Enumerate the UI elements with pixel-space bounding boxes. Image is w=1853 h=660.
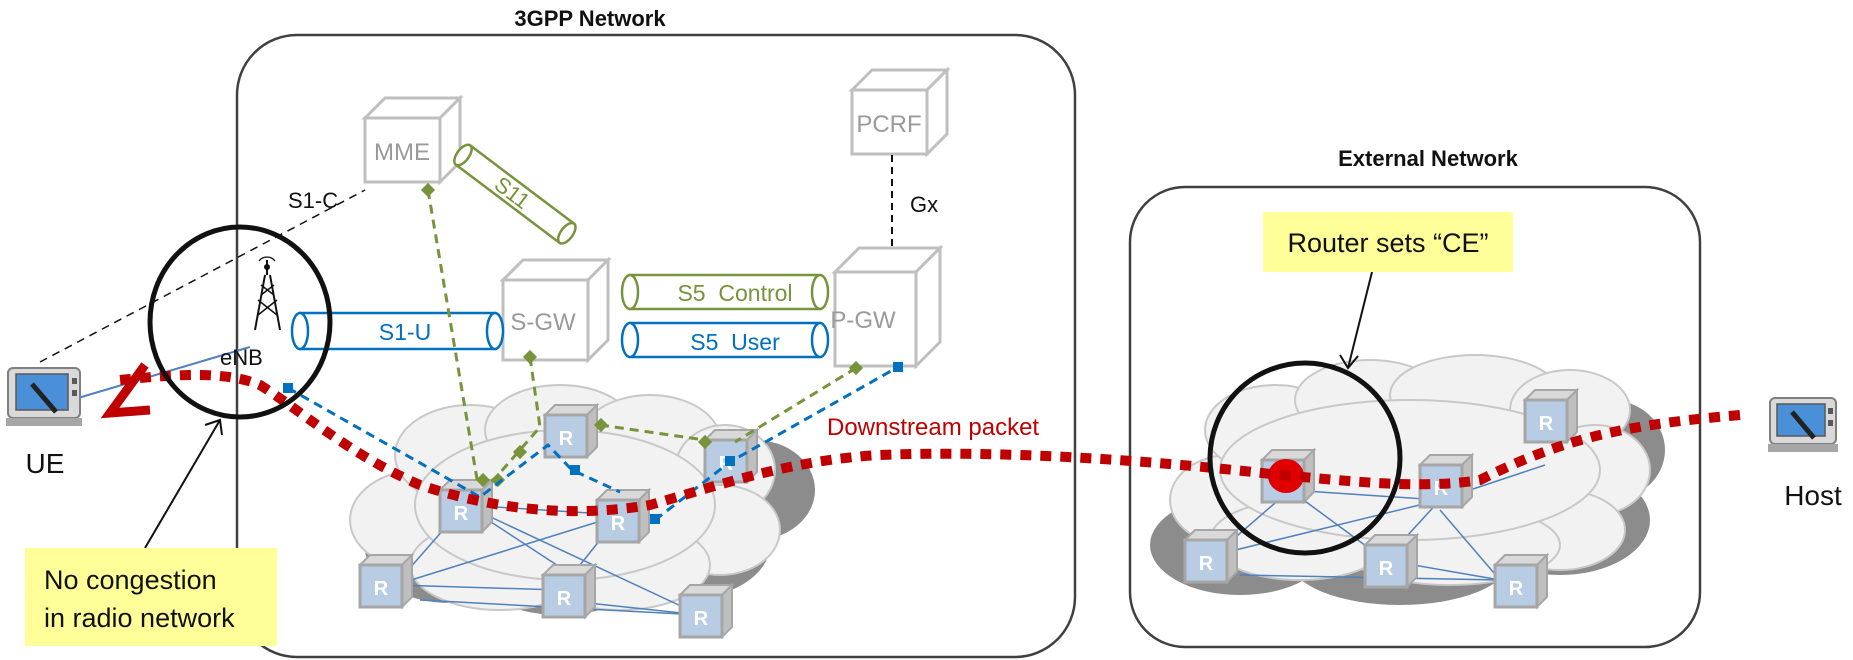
host-device-icon bbox=[1768, 397, 1838, 452]
router: R bbox=[541, 563, 597, 619]
control-plane-nodes bbox=[420, 182, 864, 488]
svg-text:R: R bbox=[1199, 553, 1214, 575]
router: R bbox=[543, 403, 599, 459]
ce-note-text: Router sets “CE” bbox=[1287, 228, 1488, 258]
router: R bbox=[1523, 388, 1579, 444]
pcrf-node: PCRF bbox=[848, 66, 951, 158]
sgw-node: S-GW bbox=[499, 256, 612, 364]
svg-text:S1-U: S1-U bbox=[379, 319, 431, 345]
host-label: Host bbox=[1784, 480, 1842, 511]
radio-note-box bbox=[25, 548, 277, 646]
ue-label: UE bbox=[26, 448, 65, 479]
downstream-packet-path bbox=[119, 370, 1741, 517]
svg-text:R: R bbox=[557, 588, 572, 610]
control-plane-paths bbox=[426, 189, 857, 486]
s1c-label: S1-C bbox=[288, 188, 338, 213]
radio-note-line2: in radio network bbox=[44, 603, 235, 633]
svg-text:R: R bbox=[1539, 413, 1554, 435]
mme-node: MME bbox=[361, 94, 464, 186]
gx-label: Gx bbox=[910, 192, 938, 217]
router: R bbox=[438, 478, 494, 534]
radio-note-line1: No congestion bbox=[44, 565, 217, 595]
svg-text:R: R bbox=[454, 503, 469, 525]
ce-callout-line bbox=[1347, 271, 1373, 369]
pgw-node: P-GW bbox=[830, 244, 944, 370]
svg-text:PCRF: PCRF bbox=[856, 111, 921, 138]
s11-tunnel: S11 bbox=[453, 143, 577, 245]
svg-text:S-GW: S-GW bbox=[510, 309, 576, 336]
svg-text:R: R bbox=[374, 578, 389, 600]
radio-callout-arrowhead bbox=[204, 418, 223, 436]
router: R bbox=[1183, 528, 1239, 584]
antenna-icon bbox=[254, 256, 281, 331]
user-plane-nodes bbox=[283, 362, 903, 524]
svg-text:R: R bbox=[694, 608, 709, 630]
3gpp-network-title: 3GPP Network bbox=[514, 6, 666, 31]
router: R bbox=[1493, 553, 1549, 609]
svg-text:S5 User: S5 User bbox=[690, 329, 780, 355]
ce-note-box bbox=[1263, 212, 1513, 272]
s5-control-tunnel: S5 Control bbox=[620, 273, 830, 311]
enb-label: eNB bbox=[220, 345, 263, 370]
ce-callout-arrowhead bbox=[1339, 354, 1359, 370]
ce-router-circle bbox=[1207, 360, 1403, 556]
router: R bbox=[358, 553, 414, 609]
router: R bbox=[1363, 533, 1419, 589]
s1u-tunnel: S1-U bbox=[290, 311, 505, 351]
s5-user-tunnel: S5 User bbox=[620, 321, 830, 359]
downstream-packet-label: Downstream packet bbox=[827, 414, 1039, 441]
ue-device-icon bbox=[6, 367, 82, 426]
packet-arrowhead bbox=[100, 362, 151, 419]
svg-text:P-GW: P-GW bbox=[830, 307, 896, 334]
svg-text:R: R bbox=[1379, 558, 1394, 580]
radio-network-circle bbox=[147, 224, 333, 420]
radio-callout-line bbox=[144, 419, 221, 549]
router: R bbox=[595, 488, 651, 544]
svg-text:R: R bbox=[1509, 578, 1524, 600]
router: R bbox=[678, 583, 734, 639]
svg-text:R: R bbox=[611, 513, 626, 535]
svg-text:R: R bbox=[559, 428, 574, 450]
external-network-title: External Network bbox=[1338, 146, 1518, 171]
svg-text:MME: MME bbox=[374, 139, 430, 166]
svg-text:S5 Control: S5 Control bbox=[677, 280, 792, 306]
s1c-link bbox=[39, 189, 366, 363]
